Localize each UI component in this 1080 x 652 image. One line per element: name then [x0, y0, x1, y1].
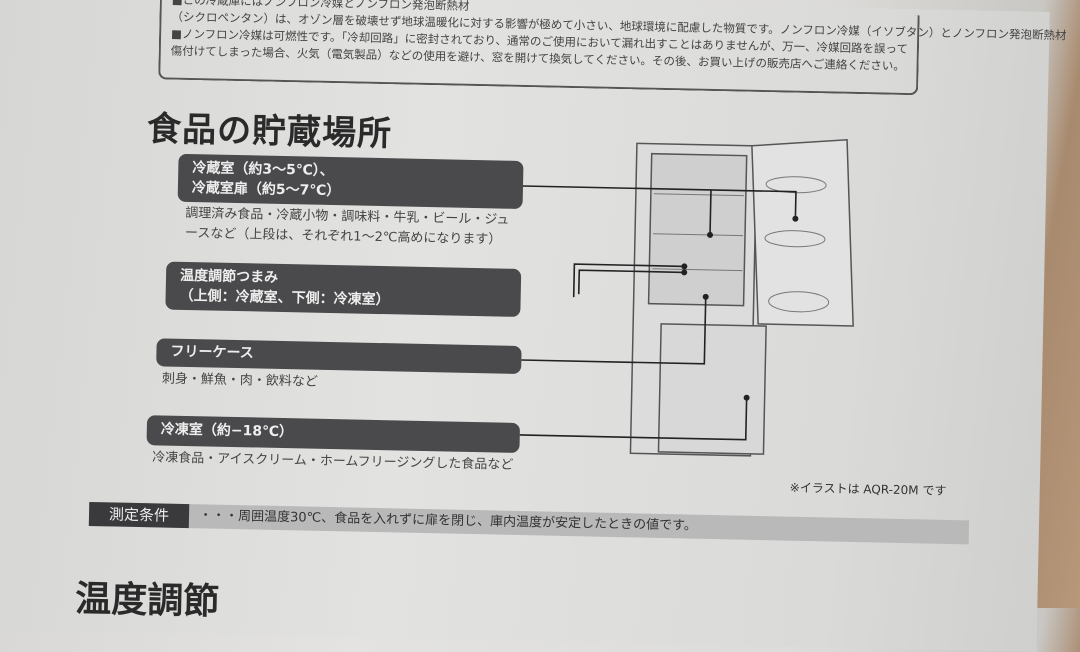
illustration-note: ※イラストは AQR-20M です: [789, 480, 947, 498]
leader-lines: [519, 185, 797, 441]
freezer-door: [657, 323, 767, 455]
next-section-heading: 温度調節: [74, 578, 220, 623]
fridge-interior: [647, 152, 748, 307]
fridge-door-open: [751, 138, 854, 327]
condition-label: 測定条件: [88, 501, 190, 529]
refrigerator-illustration: [519, 138, 854, 457]
